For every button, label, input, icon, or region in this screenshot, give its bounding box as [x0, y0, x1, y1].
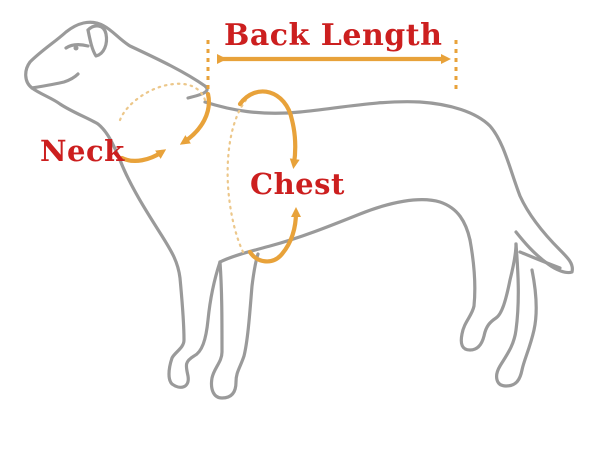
chest-dotted-guide [226, 98, 248, 256]
dog-jaw-outline [30, 72, 80, 90]
back-length-label: Back Length [224, 18, 442, 53]
dog-back-outline [203, 100, 574, 275]
dog-outline [24, 20, 574, 400]
dog-belly-outline [218, 198, 472, 264]
neck-arrow-left [119, 149, 167, 163]
dog-ear-outline [86, 24, 109, 58]
dog-hind-foot-outline [495, 242, 538, 388]
measurement-labels: Back Length Neck Chest [40, 18, 442, 201]
dog-ear-inner [64, 43, 90, 50]
dog-eye [73, 45, 79, 51]
neck-label: Neck [40, 134, 125, 168]
neck-arrow-right [179, 91, 211, 145]
dog-front-leg-outline [209, 252, 260, 400]
measurement-guides [118, 40, 458, 256]
dog-hind-leg-outline [459, 238, 518, 352]
chest-label: Chest [250, 167, 345, 201]
dog-head-back-outline [24, 20, 222, 389]
neck-dotted-guide [118, 82, 208, 122]
measurement-arrows [119, 54, 451, 264]
dog-tail-outline [518, 250, 562, 270]
chest-arrow-top [237, 89, 300, 169]
chest-arrow-bottom [247, 207, 301, 264]
